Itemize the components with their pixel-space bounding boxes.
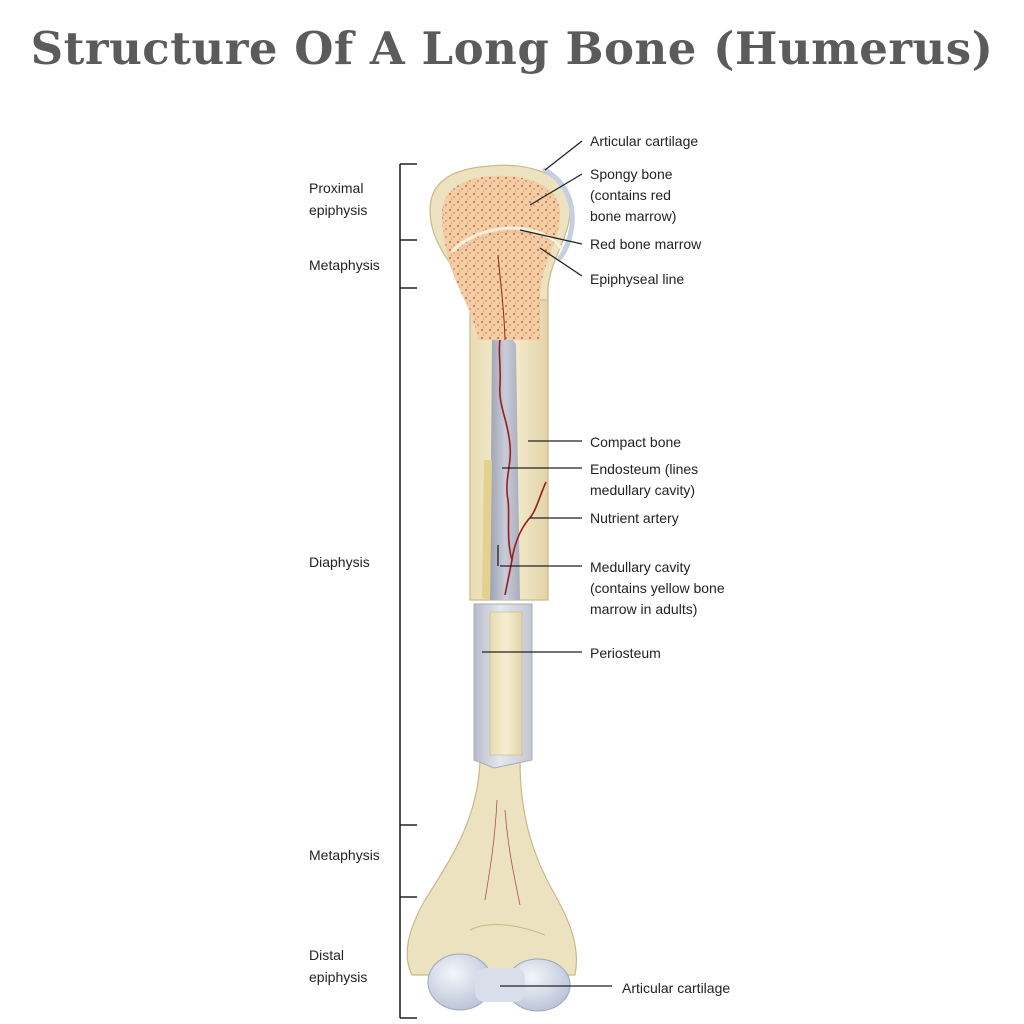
epiphyseal-line — [450, 226, 564, 254]
label-proximal-epiphysis-line1: Proximal — [309, 180, 364, 196]
distal-articular-cartilage — [427, 953, 571, 1012]
label-medullary-cavity-line3: marrow in adults) — [590, 601, 698, 617]
label-metaphysis-top: Metaphysis — [309, 257, 380, 273]
label-spongy-bone-line2: (contains red — [590, 187, 671, 203]
label-endosteum-line2: medullary cavity) — [590, 482, 696, 498]
label-periosteum: Periosteum — [590, 645, 661, 661]
distal-bone-end — [406, 759, 578, 976]
label-red-bone-marrow: Red bone marrow — [590, 236, 702, 252]
label-articular-cartilage-bottom: Articular cartilage — [622, 980, 731, 996]
nutrient-artery — [498, 339, 547, 596]
region-bracket — [399, 163, 417, 1019]
spongy-bone — [442, 175, 561, 340]
label-medullary-cavity-line1: Medullary cavity — [590, 559, 691, 575]
label-nutrient-artery: Nutrient artery — [590, 510, 679, 526]
label-diaphysis: Diaphysis — [309, 554, 370, 570]
label-distal-epiphysis-line1: Distal — [309, 947, 345, 963]
label-metaphysis-bottom: Metaphysis — [309, 847, 380, 863]
label-spongy-bone-line1: Spongy bone — [590, 166, 673, 182]
label-articular-cartilage-top: Articular cartilage — [590, 133, 699, 149]
page-title: Structure Of A Long Bone (Humerus) — [30, 22, 994, 75]
label-epiphyseal-line: Epiphyseal line — [590, 271, 685, 287]
label-proximal-epiphysis-line2: epiphysis — [309, 202, 368, 218]
label-distal-epiphysis-line2: epiphysis — [309, 969, 368, 985]
label-spongy-bone-line3: bone marrow) — [590, 208, 677, 224]
articular-cartilage-proximal — [542, 167, 575, 261]
leader-lines — [482, 140, 612, 987]
label-medullary-cavity-line2: (contains yellow bone — [590, 580, 725, 596]
label-endosteum-line1: Endosteum (lines — [590, 461, 699, 477]
label-compact-bone: Compact bone — [590, 434, 682, 450]
